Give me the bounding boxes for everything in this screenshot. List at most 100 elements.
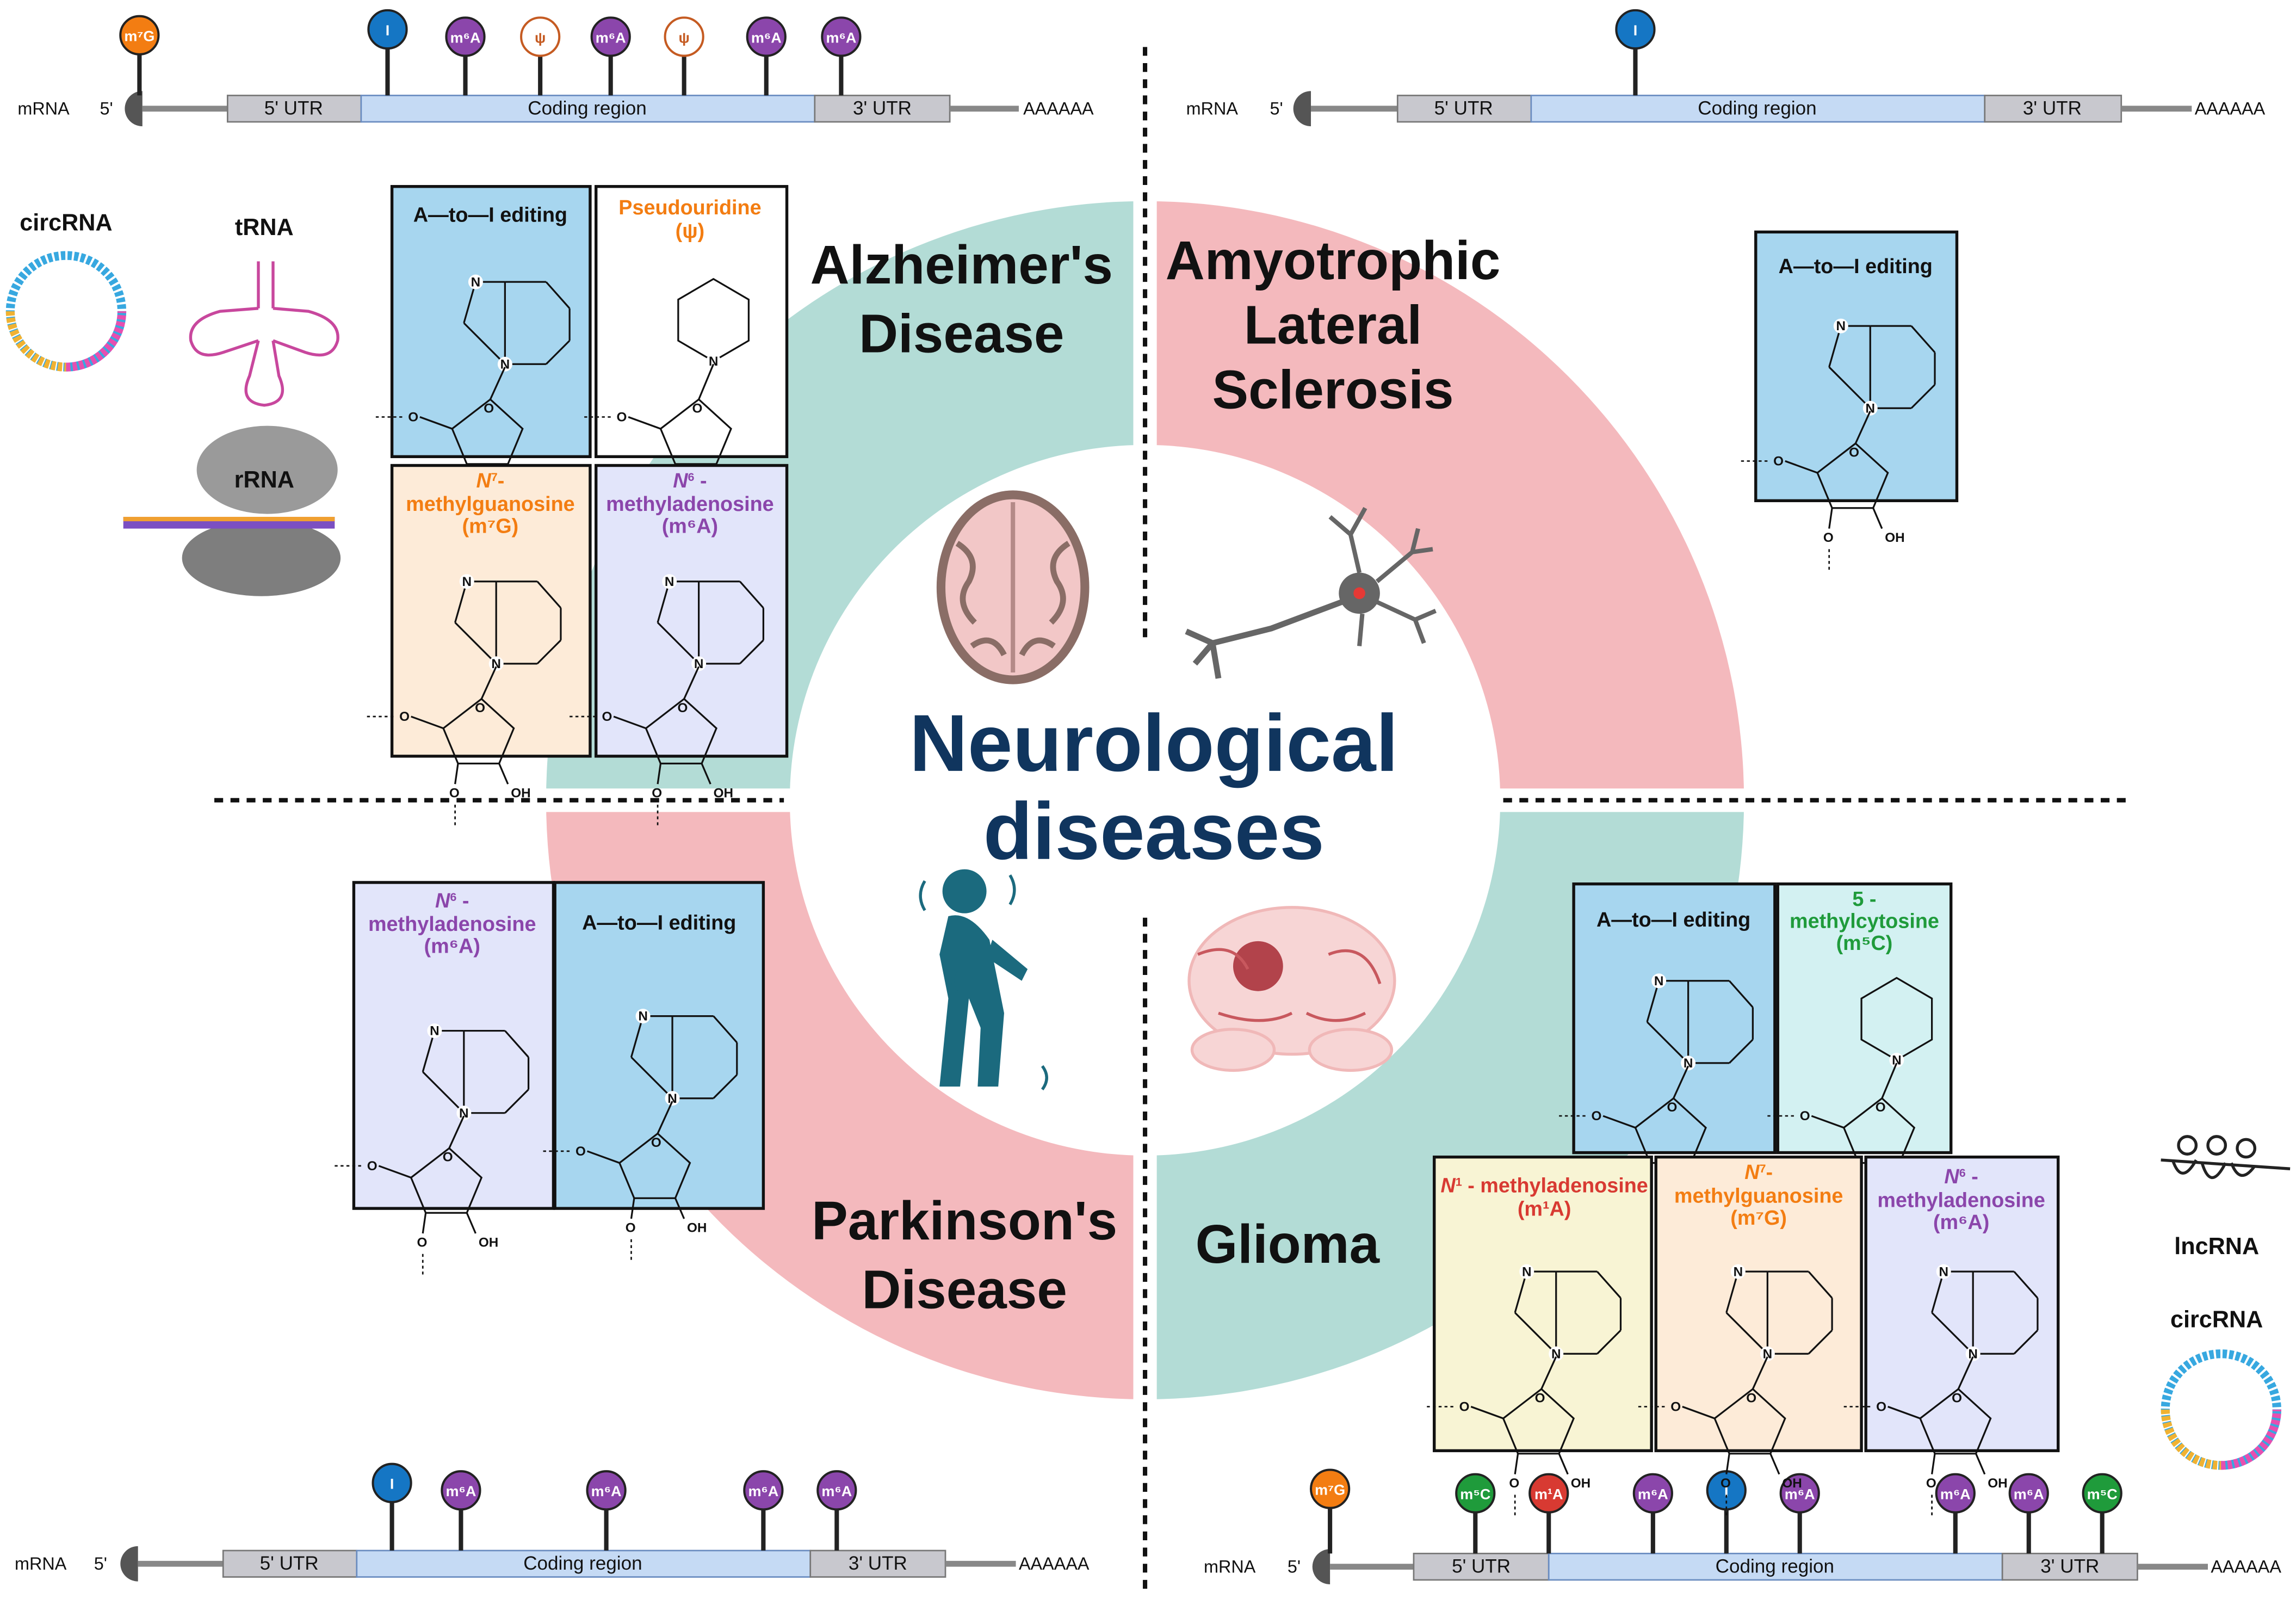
- svg-text:AAAAAA: AAAAAA: [1023, 99, 1094, 119]
- alzheimers-title-line1: Alzheimer's: [810, 235, 1112, 295]
- mrna-strand-glioma: mRNA 5' 5' UTR Coding region 3' UTR AAAA…: [1204, 1468, 2281, 1585]
- svg-text:N6 -: N6 -: [435, 890, 469, 912]
- svg-text:Coding region: Coding region: [1716, 1555, 1834, 1577]
- svg-text:5': 5': [1270, 99, 1283, 119]
- svg-text:N7-: N7-: [1744, 1161, 1773, 1184]
- svg-text:(m⁷G): (m⁷G): [462, 515, 519, 538]
- svg-text:N6 -: N6 -: [1944, 1165, 1978, 1188]
- svg-text:I: I: [1633, 22, 1638, 39]
- svg-text:3' UTR: 3' UTR: [2023, 98, 2082, 119]
- svg-text:m⁶A: m⁶A: [751, 29, 782, 46]
- svg-text:methyladenosine: methyladenosine: [606, 493, 774, 516]
- svg-text:m⁶A: m⁶A: [450, 29, 481, 46]
- svg-text:Coding region: Coding region: [528, 98, 646, 119]
- svg-text:AAAAAA: AAAAAA: [1019, 1554, 1090, 1573]
- parkinsons-person-icon: [919, 869, 1048, 1091]
- svg-text:m⁶A: m⁶A: [591, 1483, 622, 1499]
- mrna-strand-als: mRNA 5' 5' UTR Coding region 3' UTR AAAA…: [1186, 9, 2266, 127]
- rrna-icon: [123, 425, 341, 596]
- svg-text:5': 5': [94, 1554, 107, 1573]
- svg-text:m⁶A: m⁶A: [1638, 1486, 1668, 1502]
- als-title-line3: Sclerosis: [1212, 360, 1453, 420]
- parkinsons-title-line2: Disease: [862, 1260, 1067, 1320]
- trna-icon: [189, 261, 339, 407]
- svg-text:5' UTR: 5' UTR: [260, 1553, 319, 1574]
- box-glioma-m1a: N1 - methyladenosine (m¹A): [1423, 1155, 1653, 1516]
- svg-text:I: I: [1724, 1483, 1729, 1499]
- svg-text:ψ: ψ: [535, 29, 546, 46]
- box-alz-a-to-i: A—to—I editing: [372, 185, 592, 527]
- als-title-line2: Lateral: [1244, 295, 1422, 356]
- box-alz-pseudouridine: Pseudouridine (ψ): [580, 185, 789, 527]
- svg-text:Coding region: Coding region: [1698, 98, 1816, 119]
- box-pd-a-to-i: A—to—I editing: [539, 881, 765, 1261]
- svg-text:A—to—I editing: A—to—I editing: [413, 204, 567, 227]
- svg-text:(m⁵C): (m⁵C): [1836, 932, 1893, 955]
- brain-icon: [936, 490, 1090, 684]
- mrna-strand-parkinsons: mRNA 5' 5' UTR Coding region 3' UTR AAAA…: [15, 1462, 1090, 1582]
- svg-text:(m¹A): (m¹A): [1518, 1198, 1571, 1221]
- rrna-label: rRNA: [234, 467, 294, 493]
- box-glioma-a-to-i: A—to—I editing: [1555, 882, 1777, 1226]
- alzheimers-title-line2: Disease: [859, 304, 1064, 365]
- box-pd-m6a: N6 - methyladenosine (m⁶A): [331, 881, 555, 1276]
- svg-text:methyladenosine: methyladenosine: [1877, 1189, 2045, 1212]
- svg-text:A—to—I editing: A—to—I editing: [582, 911, 736, 934]
- svg-text:mRNA: mRNA: [17, 99, 70, 119]
- box-alz-m7g: N7- methylguanosine (m⁷G): [363, 464, 592, 826]
- svg-text:5 -: 5 -: [1852, 888, 1876, 911]
- svg-text:Coding region: Coding region: [523, 1553, 642, 1574]
- svg-text:m⁶A: m⁶A: [445, 1483, 476, 1499]
- svg-text:m⁵C: m⁵C: [1460, 1486, 1490, 1502]
- svg-text:m⁶A: m⁶A: [748, 1483, 778, 1499]
- parkinsons-title-line1: Parkinson's: [812, 1191, 1117, 1251]
- lncrna-label: lncRNA: [2174, 1233, 2259, 1260]
- svg-text:m⁶A: m⁶A: [2014, 1486, 2044, 1502]
- svg-text:I: I: [386, 22, 390, 39]
- trna-label: tRNA: [235, 214, 294, 240]
- svg-text:N6 -: N6 -: [673, 470, 707, 492]
- svg-text:I: I: [390, 1476, 394, 1492]
- svg-text:AAAAAA: AAAAAA: [2195, 99, 2266, 119]
- svg-text:methylcytosine: methylcytosine: [1790, 910, 1939, 933]
- svg-text:m⁶A: m⁶A: [1940, 1486, 1971, 1502]
- svg-text:m⁷G: m⁷G: [1315, 1481, 1345, 1498]
- svg-text:N7-: N7-: [476, 470, 504, 492]
- center-title-line2: diseases: [983, 787, 1325, 876]
- svg-text:methylguanosine: methylguanosine: [1674, 1184, 1843, 1207]
- glioma-brain-icon: [1187, 906, 1396, 1072]
- svg-text:m⁷G: m⁷G: [124, 28, 154, 45]
- svg-text:A—to—I editing: A—to—I editing: [1779, 255, 1933, 278]
- svg-text:AAAAAA: AAAAAA: [2211, 1557, 2281, 1576]
- svg-text:A—to—I editing: A—to—I editing: [1596, 909, 1750, 931]
- box-glioma-m7g: N7- methylguanosine (m⁷G): [1634, 1155, 1863, 1516]
- svg-text:ψ: ψ: [678, 29, 689, 46]
- circrna-label-right: circRNA: [2170, 1307, 2263, 1333]
- svg-text:3' UTR: 3' UTR: [2040, 1555, 2099, 1577]
- box-als-a-to-i: A—to—I editing: [1737, 230, 1959, 571]
- svg-text:(m⁶A): (m⁶A): [424, 935, 480, 958]
- svg-text:5' UTR: 5' UTR: [1434, 98, 1493, 119]
- svg-text:5': 5': [1288, 1557, 1301, 1576]
- box-glioma-m5c: 5 - methylcytosine (m⁵C): [1763, 882, 1953, 1226]
- svg-text:m¹A: m¹A: [1534, 1486, 1563, 1502]
- svg-text:N1 - methyladenosine: N1 - methyladenosine: [1440, 1174, 1648, 1197]
- mrna-strand-alzheimers: mRNA 5' 5' UTR Coding region 3' UTR AAAA…: [17, 9, 1094, 127]
- svg-text:mRNA: mRNA: [1186, 99, 1239, 119]
- svg-text:5' UTR: 5' UTR: [1452, 1555, 1511, 1577]
- svg-text:5' UTR: 5' UTR: [264, 98, 323, 119]
- box-alz-m6a: N6 - methyladenosine (m⁶A): [566, 464, 789, 826]
- svg-text:3' UTR: 3' UTR: [853, 98, 912, 119]
- box-glioma-m6a: N6 - methyladenosine (m⁶A): [1840, 1155, 2060, 1516]
- svg-text:Pseudouridine: Pseudouridine: [618, 196, 761, 219]
- svg-text:m⁶A: m⁶A: [826, 29, 856, 46]
- svg-text:m⁶A: m⁶A: [596, 29, 626, 46]
- svg-text:mRNA: mRNA: [15, 1554, 67, 1573]
- svg-text:(m⁶A): (m⁶A): [662, 515, 718, 538]
- glioma-title: Glioma: [1196, 1214, 1381, 1275]
- ring-quadrant-als: [1145, 201, 1744, 800]
- als-title-line1: Amyotrophic: [1166, 231, 1501, 291]
- svg-text:3' UTR: 3' UTR: [849, 1553, 907, 1574]
- center-title-line1: Neurological: [909, 699, 1398, 788]
